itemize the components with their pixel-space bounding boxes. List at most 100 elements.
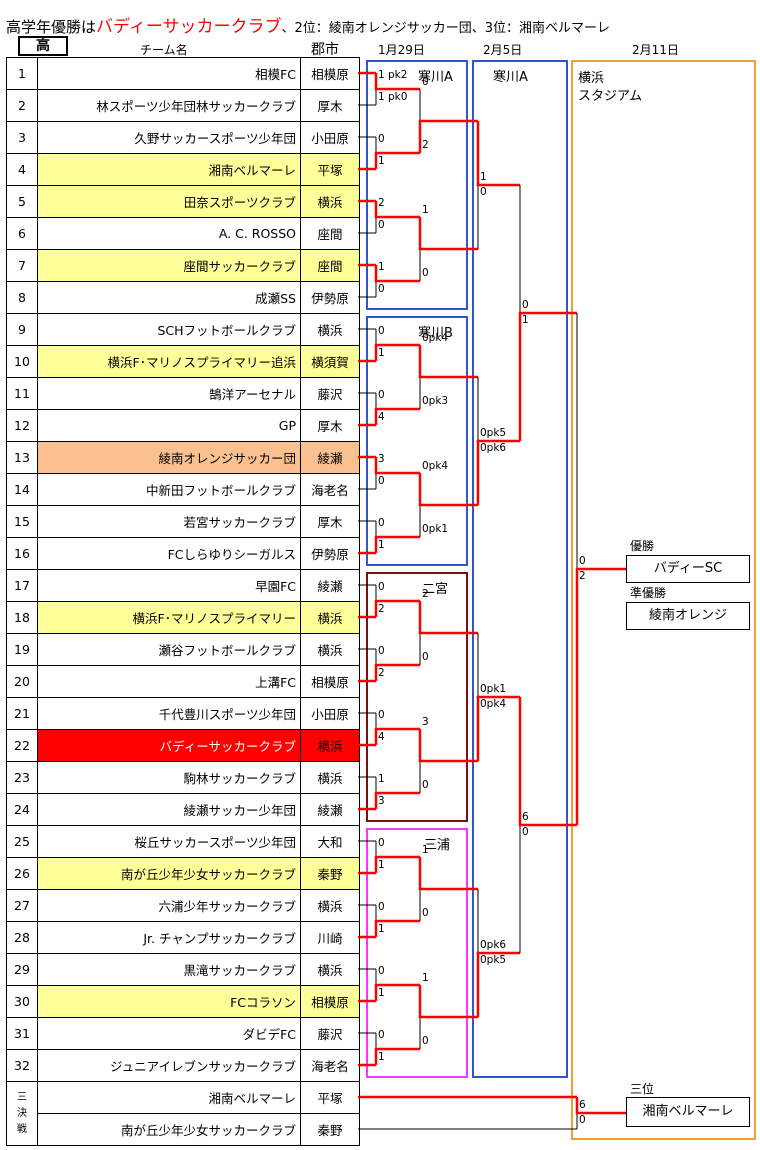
- team-name: 南が丘少年少女サッカークラブ: [37, 857, 301, 890]
- match-score: 0pk6: [480, 939, 507, 951]
- match-score: 0: [378, 965, 385, 977]
- match-score: 2: [378, 603, 385, 615]
- match-score: 1: [378, 923, 385, 935]
- match-score: 1: [378, 859, 385, 871]
- match-score: 0: [378, 901, 385, 913]
- match-score: 0pk6: [480, 442, 507, 454]
- category-label: 高: [18, 36, 68, 56]
- match-score: 0pk5: [480, 427, 507, 439]
- venue-box-samukawa-a-r3: [472, 60, 568, 1078]
- match-score: 3: [422, 716, 429, 728]
- team-city: 綾瀬: [300, 793, 360, 826]
- team-name: バディーサッカークラブ: [37, 729, 301, 762]
- winning-path-line: [374, 791, 420, 809]
- title-suffix: 、2位：綾南オレンジサッカー団、3位：湘南ベルマーレ: [281, 21, 611, 36]
- team-city: 相模原: [300, 665, 360, 698]
- match-score: 0: [378, 645, 385, 657]
- third-place-match-label: 三決戦: [6, 1081, 38, 1146]
- team-number: 11: [6, 377, 38, 410]
- team-city: 平塚: [300, 153, 360, 186]
- match-score: 1: [378, 155, 385, 167]
- match-score: 0: [378, 475, 385, 487]
- match-score: 1: [422, 844, 429, 856]
- team-name: 綾瀬サッカー少年団: [37, 793, 301, 826]
- match-score: 0: [480, 186, 487, 198]
- team-number: 32: [6, 1049, 38, 1082]
- team-city: 座間: [300, 217, 360, 250]
- match-score: 1 pk2: [378, 69, 408, 81]
- winning-path-line: [476, 121, 520, 187]
- team-name: ダビデFC: [37, 1017, 301, 1050]
- team-name: 湘南ベルマーレ: [37, 1081, 301, 1114]
- winning-path-line: [374, 457, 420, 475]
- winning-path-line: [374, 983, 420, 1001]
- column-header-team: チーム名: [140, 43, 188, 57]
- team-number: 2: [6, 89, 38, 122]
- match-score: 1: [378, 347, 385, 359]
- team-city: 綾瀬: [300, 441, 360, 474]
- title-winner: バディーサッカークラブ: [96, 17, 282, 37]
- team-city: 海老名: [300, 473, 360, 506]
- date-round1: 1月29日: [378, 43, 425, 57]
- match-score: 0: [422, 267, 429, 279]
- winning-path-line: [374, 407, 420, 425]
- match-score: 1: [522, 314, 529, 326]
- team-name: 綾南オレンジサッカー団: [37, 441, 301, 474]
- team-city: 横浜: [300, 953, 360, 986]
- match-score: 2: [378, 667, 385, 679]
- team-name: 田奈スポーツクラブ: [37, 185, 301, 218]
- venue-miura: 三浦: [424, 838, 451, 853]
- match-score: 0: [378, 581, 385, 593]
- winning-path-line: [374, 151, 420, 169]
- match-score: 1 pk0: [378, 91, 408, 103]
- match-score: 0pk4: [422, 460, 449, 472]
- match-score: 1: [378, 773, 385, 785]
- venue-samukawa-a: 寒川A: [418, 70, 453, 85]
- team-city: 川崎: [300, 921, 360, 954]
- column-header-city: 郡市: [311, 42, 339, 58]
- winning-path-line: [418, 729, 478, 763]
- match-score: 0: [422, 779, 429, 791]
- team-number: 7: [6, 249, 38, 282]
- venue-box-ninomiya: [366, 572, 468, 822]
- winning-path-line: [374, 599, 420, 617]
- match-score: 0: [522, 826, 529, 838]
- winning-path-line: [374, 855, 420, 873]
- winning-path-line: [418, 985, 478, 1019]
- team-city: 小田原: [300, 121, 360, 154]
- winning-path-line: [374, 73, 420, 91]
- match-score: 0: [378, 133, 385, 145]
- team-number: 14: [6, 473, 38, 506]
- team-city: 秦野: [300, 857, 360, 890]
- page-title: 高学年優勝はバディーサッカークラブ、2位：綾南オレンジサッカー団、3位：湘南ベル…: [6, 12, 610, 37]
- team-name: 若宮サッカークラブ: [37, 505, 301, 538]
- winning-path-line: [575, 1097, 626, 1115]
- runnerup-box: 綾南オレンジ: [626, 602, 750, 630]
- match-score: 0: [579, 1114, 586, 1126]
- team-name: 瀬谷フットボールクラブ: [37, 633, 301, 666]
- match-score: 0: [422, 907, 429, 919]
- team-city: 横浜: [300, 633, 360, 666]
- winning-path-line: [476, 951, 520, 1017]
- match-score: 2: [579, 570, 586, 582]
- third-label: 三位: [630, 1082, 655, 1096]
- match-score: 0: [378, 517, 385, 529]
- venue-samukawa-b: 寒川B: [418, 326, 453, 341]
- match-score: 0: [422, 651, 429, 663]
- team-number: 9: [6, 313, 38, 346]
- team-name: 相模FC: [37, 57, 301, 90]
